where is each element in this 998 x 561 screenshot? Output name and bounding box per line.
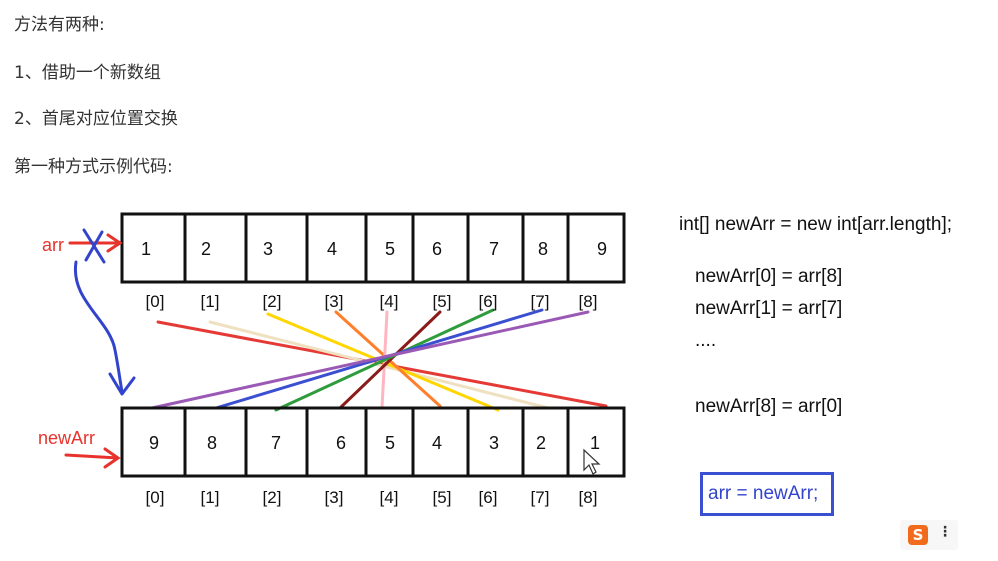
mapping-lines — [150, 308, 608, 412]
newarr-label: newArr — [38, 428, 95, 448]
newarr-cell-2: 7 — [271, 433, 281, 453]
arr-index-8: [8] — [579, 292, 598, 311]
newarr-index-5: [5] — [433, 488, 452, 507]
newarr-row: 9 8 7 6 5 4 3 2 1 — [120, 406, 626, 478]
newarr-pointer-arrow — [64, 447, 121, 469]
method-heading: 方法有两种: — [14, 15, 105, 35]
arr-index-7: [7] — [531, 292, 550, 311]
method-2: 2、首尾对应位置交换 — [14, 109, 178, 129]
newarr-index-1: [1] — [201, 488, 220, 507]
newarr-index-3: [3] — [325, 488, 344, 507]
code-assign-1: newArr[1] = arr[7] — [695, 298, 843, 319]
arr-index-2: [2] — [263, 292, 282, 311]
newarr-index-7: [7] — [531, 488, 550, 507]
newarr-cell-4: 5 — [385, 433, 395, 453]
arr-indices: [0] [1] [2] [3] [4] [5] [6] [7] [8] — [146, 292, 598, 311]
mouse-cursor-icon — [583, 448, 601, 475]
arr-index-3: [3] — [325, 292, 344, 311]
mapping-line-5 — [338, 310, 442, 410]
code-assign-8: newArr[8] = arr[0] — [695, 396, 843, 417]
newarr-cell-0: 9 — [149, 433, 159, 453]
arr-cell-6: 7 — [489, 239, 499, 259]
newarr-index-0: [0] — [146, 488, 165, 507]
arr-cell-2: 3 — [263, 239, 273, 259]
arr-index-5: [5] — [433, 292, 452, 311]
arr-row: 1 2 3 4 5 6 7 8 9 — [120, 212, 626, 284]
newarr-cell-8: 1 — [590, 433, 600, 453]
mapping-line-6 — [274, 308, 495, 412]
arr-index-6: [6] — [479, 292, 498, 311]
code-assign-0: newArr[0] = arr[8] — [695, 266, 843, 287]
newarr-index-4: [4] — [380, 488, 399, 507]
mapping-line-0 — [156, 320, 608, 408]
more-options-icon[interactable]: ⋮ — [938, 524, 952, 540]
newarr-cell-1: 8 — [207, 433, 217, 453]
newarr-cell-3: 6 — [336, 433, 346, 453]
newarr-index-8: [8] — [579, 488, 598, 507]
assign-box: arr = newArr; — [700, 472, 834, 516]
arr-index-1: [1] — [201, 292, 220, 311]
method-1: 1、借助一个新数组 — [14, 63, 161, 83]
cross-mark — [82, 228, 106, 264]
arr-cell-7: 8 — [538, 239, 548, 259]
newarr-cell-6: 3 — [489, 433, 499, 453]
reassign-curve-arrow — [73, 260, 136, 396]
newarr-cell-7: 2 — [536, 433, 546, 453]
arr-cell-8: 9 — [597, 239, 607, 259]
arr-cell-1: 2 — [201, 239, 211, 259]
sogou-ime-icon[interactable]: S — [908, 525, 928, 545]
newarr-index-6: [6] — [479, 488, 498, 507]
arr-cell-0: 1 — [141, 239, 151, 259]
newarr-cell-5: 4 — [432, 433, 442, 453]
newarr-frame — [120, 406, 626, 478]
ime-toolbar[interactable]: S ⋮ — [900, 520, 958, 550]
newarr-indices: [0] [1] [2] [3] [4] [5] [6] [7] [8] — [146, 488, 598, 507]
arr-frame — [120, 212, 626, 284]
arr-cell-3: 4 — [327, 239, 337, 259]
code-arr-assign: arr = newArr; — [708, 483, 819, 504]
mapping-line-1 — [208, 320, 550, 410]
code-new-array: int[] newArr = new int[arr.length]; — [679, 214, 952, 235]
code-ellipsis: .... — [695, 330, 717, 351]
newarr-index-2: [2] — [263, 488, 282, 507]
mapping-line-8 — [150, 310, 590, 410]
arr-index-0: [0] — [146, 292, 165, 311]
example-heading: 第一种方式示例代码: — [14, 157, 173, 177]
arr-cell-5: 6 — [432, 239, 442, 259]
arr-label: arr — [42, 235, 64, 255]
arr-cell-4: 5 — [385, 239, 395, 259]
arr-index-4: [4] — [380, 292, 399, 311]
